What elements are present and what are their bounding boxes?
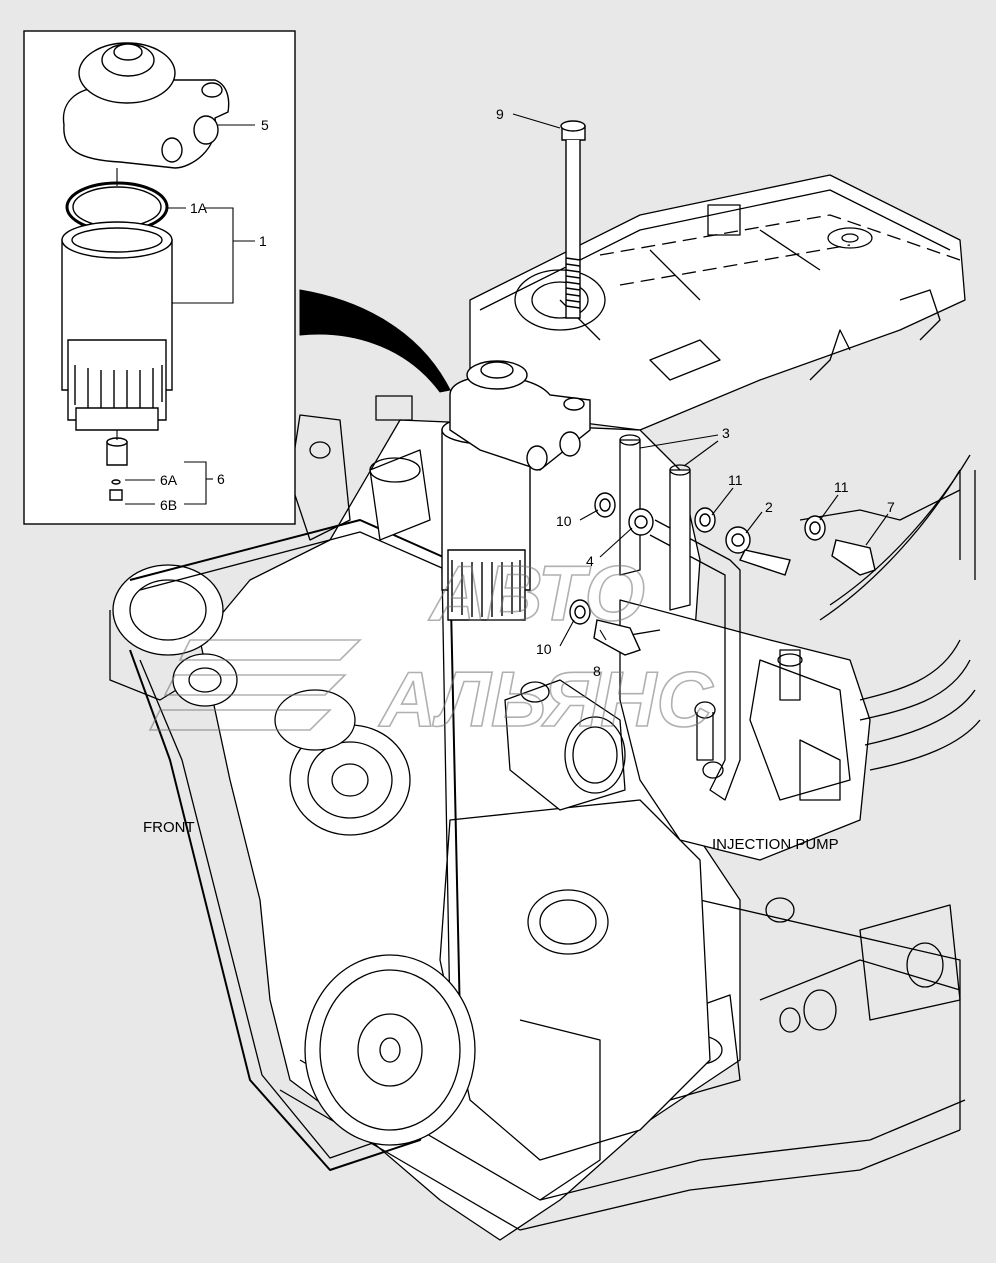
pointer-arrow [299, 289, 451, 393]
callout-9: 9 [496, 106, 504, 122]
filter-detail-inset [23, 30, 296, 525]
fittings [569, 492, 876, 656]
callout-1: 1 [259, 233, 267, 249]
hollow-bolt-7 [831, 539, 876, 576]
callout-7: 7 [887, 499, 895, 515]
caption-front: FRONT [143, 819, 195, 836]
watermark-line1: АВТО [428, 549, 645, 637]
callout-6B: 6B [160, 497, 177, 513]
callout-5: 5 [261, 117, 269, 133]
callout-8: 8 [593, 663, 601, 679]
callout-1A: 1A [190, 200, 208, 216]
watermark-logo [148, 639, 362, 731]
caption-injection-pump: INJECTION PUMP [712, 836, 839, 853]
watermark-line2: АЛЬЯНС [378, 655, 714, 743]
callout-10-upper: 10 [556, 513, 572, 529]
bolt-part-9 [560, 120, 586, 319]
engine-drawing [109, 174, 981, 1241]
callout-6A: 6A [160, 472, 178, 488]
callout-4: 4 [586, 553, 594, 569]
watermark: АВТО АЛЬЯНС [148, 548, 715, 744]
callouts: 5 1A 1 6A 6 6B 9 3 11 11 2 7 10 4 10 8 F… [143, 106, 895, 853]
callout-10-lower: 10 [536, 641, 552, 657]
callout-11-right: 11 [834, 479, 849, 495]
callout-2: 2 [765, 499, 773, 515]
fuel-filter-installed [441, 360, 591, 621]
leader-lines [512, 113, 889, 647]
callout-6: 6 [217, 471, 225, 487]
callout-11-left: 11 [728, 472, 743, 488]
callout-3: 3 [722, 425, 730, 441]
hollow-bolt-8 [593, 619, 641, 656]
